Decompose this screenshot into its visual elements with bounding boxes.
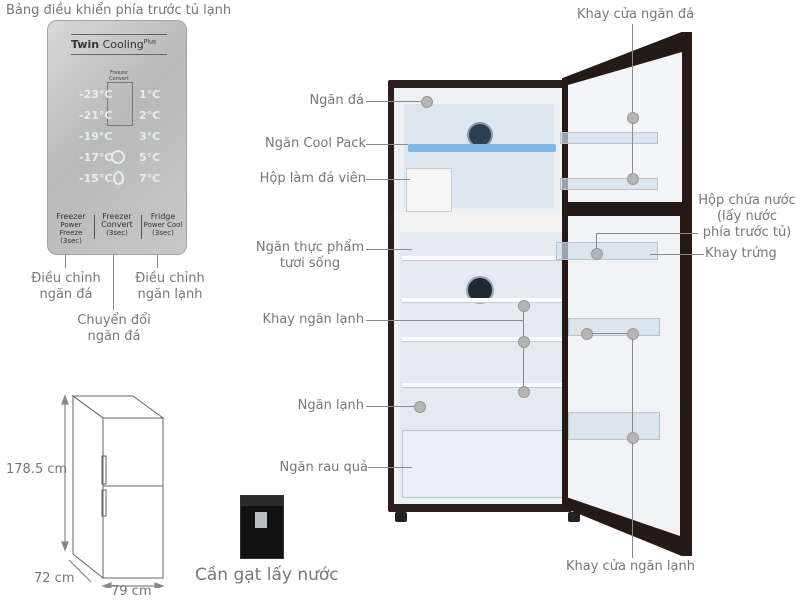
fridge-foot: [568, 512, 580, 522]
dimension-width: 79 cm: [111, 584, 152, 599]
label-fridge: Ngăn lạnh: [297, 398, 364, 413]
power-cool-icon: [111, 150, 125, 164]
callout-dot: [581, 328, 593, 340]
leader-line: [632, 24, 633, 182]
freezer-door-tray: [560, 132, 658, 144]
fridge-temp-4: 5°C: [139, 151, 161, 164]
callout-dot: [627, 112, 639, 124]
water-dispenser-image: [240, 495, 284, 559]
fresh-food-shelf: [402, 256, 562, 261]
button-title: Fridge: [150, 212, 176, 221]
dispenser-label: Cần gạt lấy nước: [195, 565, 339, 585]
cool-pack-tray: [408, 144, 556, 152]
leader-line: [366, 179, 410, 180]
label-convert: Chuyển đổi ngăn đá: [77, 313, 151, 344]
label-cool-pack: Ngăn Cool Pack: [265, 136, 366, 151]
button-sub: Power Freeze: [59, 221, 83, 237]
label-egg-tray: Khay trứng: [705, 246, 777, 261]
dimension-diagram: [61, 394, 165, 588]
callout-dot: [414, 401, 426, 413]
label-freezer: Ngăn đá: [309, 93, 364, 108]
dimension-height: 178.5 cm: [6, 462, 68, 477]
brand-logo: Twin CoolingPlus: [71, 34, 167, 55]
freezer-temp-4: -17°C: [79, 151, 113, 164]
label-freezer-adjust: Điều chỉnh ngăn đá: [31, 271, 101, 302]
fridge-shelf: [402, 383, 562, 388]
label-crisper: Ngăn rau quả: [279, 460, 368, 475]
freezer-convert-box: [107, 82, 133, 126]
dimension-depth: 72 cm: [34, 571, 75, 586]
leader-line: [368, 467, 412, 468]
button-separator: [94, 215, 95, 239]
dispenser-top: [241, 496, 283, 506]
fridge-door-inner: [568, 216, 680, 536]
leader-line: [366, 144, 408, 145]
leader-line: [596, 233, 698, 234]
label-water-tank: Hộp chứa nước (lấy nước phía trước tủ): [698, 193, 796, 240]
freezer-temp-2: -21°C: [79, 109, 113, 122]
fridge-door-tray: [568, 412, 660, 440]
freezer-temp-1: -23°C: [79, 88, 113, 101]
fridge-temp-3: 3°C: [139, 130, 161, 143]
button-hold: (3sec): [152, 229, 174, 237]
callout-dot: [627, 328, 639, 340]
leader-line: [157, 255, 158, 268]
control-panel: Twin CoolingPlus Freezer Convert -23°C -…: [47, 20, 187, 255]
callout-dot: [518, 300, 530, 312]
callout-dot: [627, 432, 639, 444]
button-hold: (3sec): [106, 229, 128, 237]
brand-sub: Cooling: [102, 38, 144, 51]
leader-line: [366, 101, 426, 102]
fridge-temp-2: 2°C: [139, 109, 161, 122]
dispenser-lever: [255, 512, 267, 528]
leader-line: [366, 406, 418, 407]
callout-dot: [518, 336, 530, 348]
button-sub: Convert: [101, 220, 133, 229]
leader-line: [113, 255, 114, 310]
leader-line: [585, 333, 633, 334]
ice-maker-box: [406, 168, 452, 212]
label-ice-maker: Hộp làm đá viên: [259, 171, 366, 186]
brand-sup: Plus: [143, 38, 156, 46]
callout-dot: [518, 386, 530, 398]
leader-line: [650, 254, 704, 255]
label-fresh-food: Ngăn thực phẩm tươi sống: [255, 240, 365, 271]
button-sub: Power Cool: [143, 221, 183, 229]
compartment-divider: [394, 212, 568, 228]
fridge-power-cool-button[interactable]: Fridge Power Cool (3sec): [141, 212, 185, 238]
leader-line: [366, 249, 412, 250]
freezer-power-freeze-button[interactable]: Freezer Power Freeze (3sec): [49, 212, 93, 246]
freezer-temp-5: -15°C: [79, 172, 113, 185]
crisper-drawer: [402, 430, 568, 498]
freezer-convert-caption: Freezer Convert: [109, 70, 129, 82]
water-drop-icon: [113, 171, 124, 185]
freezer-convert-button[interactable]: Freezer Convert (3sec): [95, 212, 139, 238]
brand-main: Twin: [71, 38, 100, 51]
callout-dot: [421, 96, 433, 108]
label-fridge-shelf: Khay ngăn lạnh: [262, 312, 364, 327]
freezer-door-tray: [560, 178, 658, 190]
callout-dot: [591, 248, 603, 260]
fridge-shelf: [402, 337, 562, 342]
control-panel-title: Bảng điều khiển phía trước tủ lạnh: [6, 3, 232, 18]
fridge-temp-5: 7°C: [139, 172, 161, 185]
callout-dot: [627, 173, 639, 185]
button-title: Freezer: [56, 212, 86, 221]
leader-line: [65, 255, 66, 268]
water-tank-tray: [556, 242, 658, 260]
fridge-temp-1: 1°C: [139, 88, 161, 101]
fridge-shelf: [402, 298, 562, 303]
label-fridge-adjust: Điều chỉnh ngăn lạnh: [135, 271, 205, 302]
freezer-temp-3: -19°C: [79, 130, 113, 143]
fridge-foot: [395, 512, 407, 522]
leader-line: [366, 320, 524, 321]
label-freezer-door-tray: Khay cửa ngăn đá: [577, 7, 695, 22]
label-fridge-door-tray: Khay cửa ngăn lạnh: [566, 559, 695, 574]
leader-line: [632, 333, 633, 558]
leader-line: [596, 233, 597, 249]
leader-line: [523, 305, 524, 391]
button-hold: (3sec): [60, 237, 82, 245]
button-separator: [141, 215, 142, 239]
button-title: Freezer: [102, 212, 132, 221]
